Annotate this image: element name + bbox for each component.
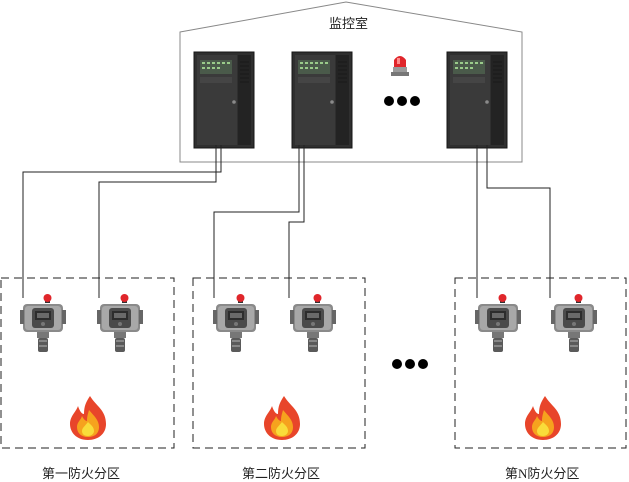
zone-label-2: 第二防火分区 [242,466,321,481]
alarm-light-icon [391,56,409,76]
zone-label-n: 第N防火分区 [505,466,580,481]
gas-detector-icon [97,294,143,352]
controller-cabinet-2 [291,51,353,149]
gas-detector-icon [475,294,521,352]
gas-detector-icon [213,294,259,352]
zone-box-2 [192,277,366,449]
fire-icon [70,396,106,440]
monitor-room-title: 监控室 [329,16,369,31]
gas-detector-icon [20,294,66,352]
controller-cabinet-1 [193,51,255,149]
controller-cabinet-n [446,51,508,149]
zone-ellipsis [392,359,428,369]
fire-icon [264,396,300,440]
gas-detector-icon [551,294,597,352]
gas-detector-icon [290,294,336,352]
zone-label-1: 第一防火分区 [42,466,121,481]
zone-box-n [454,277,627,449]
wiring [22,145,551,298]
zone-box-1 [0,277,175,449]
fire-icon [525,396,561,440]
controller-ellipsis [384,96,420,106]
